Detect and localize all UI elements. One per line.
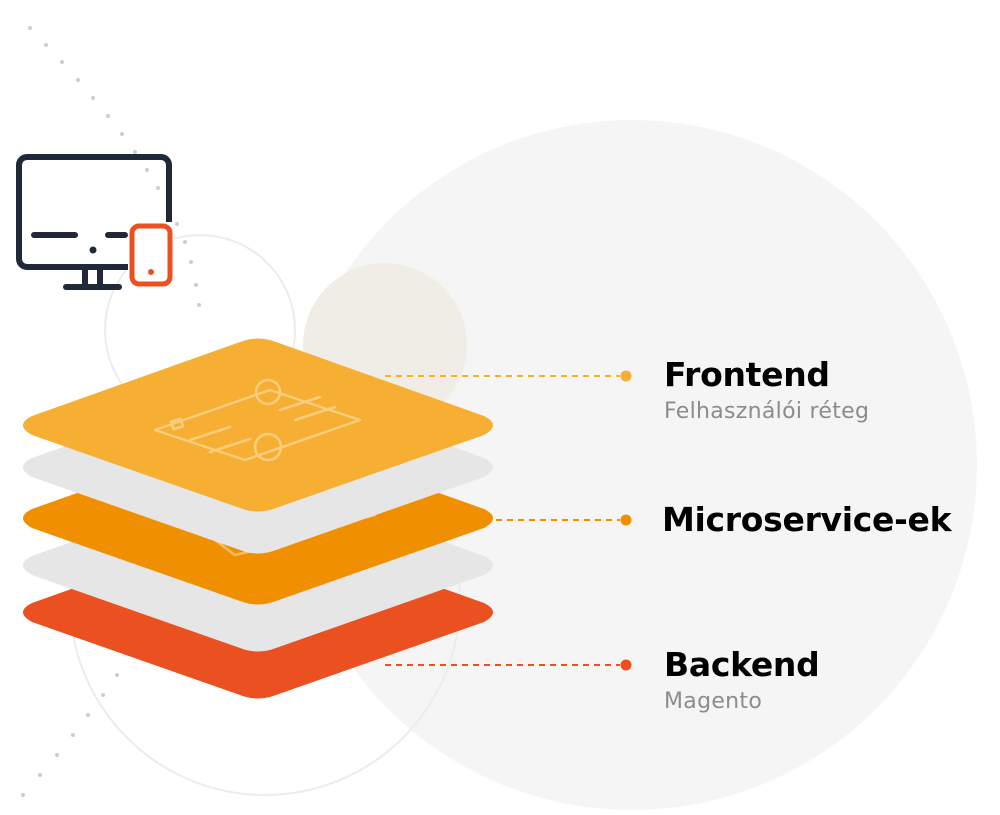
- decorative-dot: [106, 114, 110, 118]
- invoice-document-icon: [153, 378, 362, 462]
- frontend-subtitle: Felhasználói réteg: [664, 399, 870, 424]
- microservice-title: Microservice-ek: [662, 500, 952, 539]
- decorative-dot: [76, 78, 80, 82]
- frontend-label: Frontend Felhasználói réteg: [664, 355, 869, 429]
- decorative-dot: [21, 793, 25, 797]
- decorative-dot: [28, 26, 32, 30]
- decorative-dot: [60, 60, 64, 64]
- decorative-dot: [91, 96, 95, 100]
- decorative-dot: [197, 303, 201, 307]
- backend-label: Backend Magento: [664, 645, 820, 719]
- decorative-dot: [133, 150, 137, 154]
- decorative-dot: [38, 773, 42, 777]
- connector-frontend: [385, 370, 632, 382]
- connector-backend: [385, 659, 632, 671]
- decorative-dot: [194, 283, 198, 287]
- frontend-title: Frontend: [664, 355, 830, 394]
- decorative-dot: [145, 168, 149, 172]
- decorative-dot: [101, 693, 105, 697]
- decorative-dot: [175, 222, 179, 226]
- backend-subtitle: Magento: [664, 689, 763, 714]
- decorative-dot: [115, 673, 119, 677]
- decorative-dot: [71, 733, 75, 737]
- decorative-dot: [86, 713, 90, 717]
- desktop-and-mobile-icon: [16, 154, 174, 290]
- decorative-dot: [120, 132, 124, 136]
- decorative-dot: [55, 753, 59, 757]
- decorative-dot: [189, 260, 193, 264]
- microservice-label: Microservice-ek: [662, 500, 952, 540]
- connector-microservice: [485, 514, 632, 526]
- decorative-dot: [44, 43, 48, 47]
- background-large-circle: [287, 120, 977, 810]
- frontend-layer-plate: [23, 338, 493, 512]
- backend-title: Backend: [664, 645, 820, 684]
- decorative-dot: [183, 240, 187, 244]
- decorative-dot: [156, 186, 160, 190]
